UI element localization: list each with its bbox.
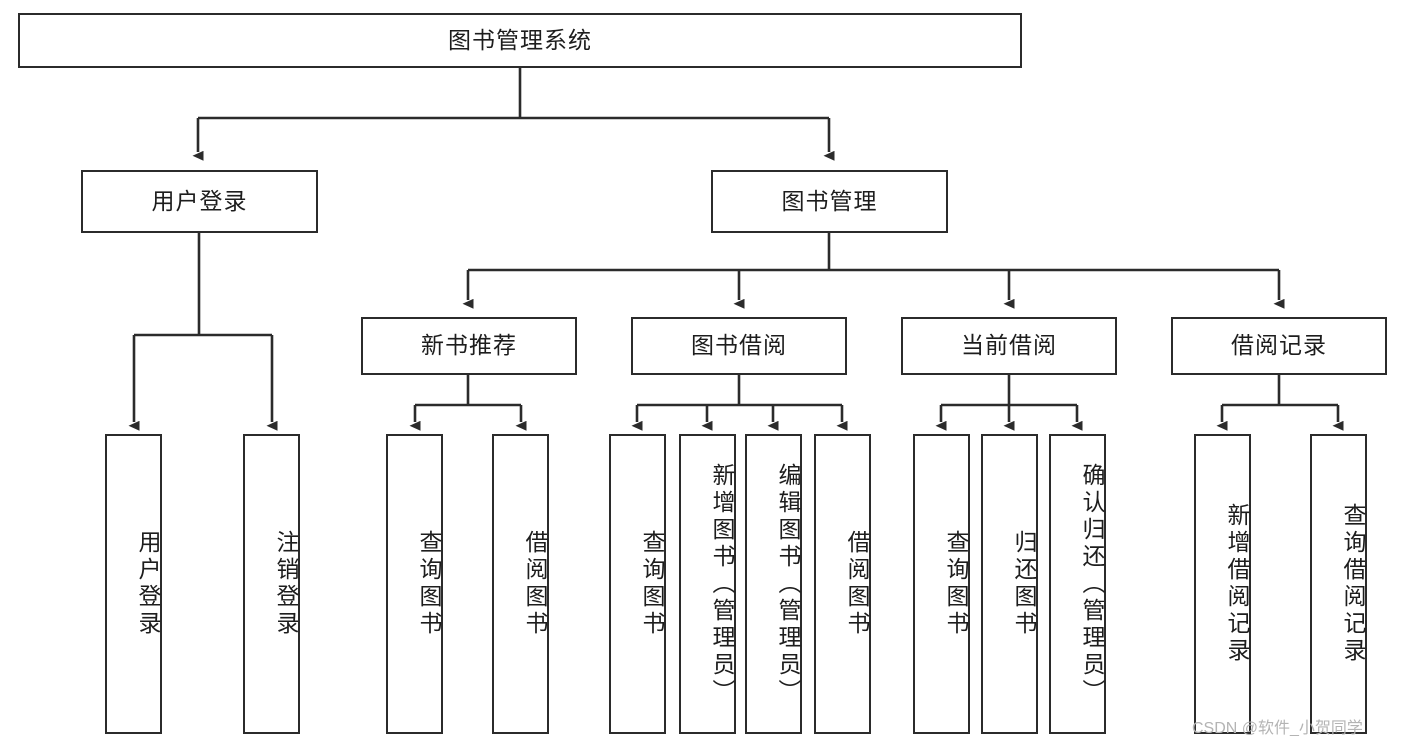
leaf-newbook-query-book-label: 查询图书 [416, 530, 442, 638]
node-new-book-recommend[interactable]: 新书推荐 [361, 317, 577, 375]
node-root-label: 图书管理系统 [448, 26, 592, 53]
node-user-login-label: 用户登录 [151, 187, 248, 214]
leaf-current-confirm-return-label: 确认归还（管理员） [1079, 462, 1105, 706]
csdn-watermark: CSDN @软件_小贺同学 [1192, 720, 1363, 737]
node-book-borrow[interactable]: 图书借阅 [631, 317, 847, 375]
leaf-borrow-add-book-label: 新增图书（管理员） [709, 462, 735, 706]
leaf-borrow-borrow-book[interactable]: 借阅图书 [814, 434, 871, 734]
leaf-borrow-borrow-book-label: 借阅图书 [844, 530, 870, 638]
leaf-user-logout[interactable]: 注销登录 [243, 434, 300, 734]
leaf-current-return-book[interactable]: 归还图书 [981, 434, 1038, 734]
leaf-records-query-record-label: 查询借阅记录 [1340, 503, 1366, 665]
leaf-current-query-book-label: 查询图书 [943, 530, 969, 638]
leaf-records-query-record[interactable]: 查询借阅记录 [1310, 434, 1367, 734]
node-root[interactable]: 图书管理系统 [18, 13, 1022, 68]
leaf-current-return-book-label: 归还图书 [1011, 530, 1037, 638]
leaf-newbook-borrow-book-label: 借阅图书 [522, 530, 548, 638]
leaf-user-login[interactable]: 用户登录 [105, 434, 162, 734]
node-book-borrow-label: 图书借阅 [691, 332, 787, 359]
leaf-borrow-edit-book-label: 编辑图书（管理员） [775, 462, 801, 706]
leaf-user-logout-label: 注销登录 [273, 530, 299, 638]
node-borrow-records[interactable]: 借阅记录 [1171, 317, 1387, 375]
node-book-management[interactable]: 图书管理 [711, 170, 948, 233]
node-user-login[interactable]: 用户登录 [81, 170, 318, 233]
node-current-borrow-label: 当前借阅 [961, 332, 1057, 359]
leaf-borrow-edit-book[interactable]: 编辑图书（管理员） [745, 434, 802, 734]
leaf-records-add-record-label: 新增借阅记录 [1224, 503, 1250, 665]
leaf-borrow-add-book[interactable]: 新增图书（管理员） [679, 434, 736, 734]
node-current-borrow[interactable]: 当前借阅 [901, 317, 1117, 375]
leaf-newbook-borrow-book[interactable]: 借阅图书 [492, 434, 549, 734]
leaf-borrow-query-book-label: 查询图书 [639, 530, 665, 638]
leaf-current-confirm-return[interactable]: 确认归还（管理员） [1049, 434, 1106, 734]
leaf-borrow-query-book[interactable]: 查询图书 [609, 434, 666, 734]
leaf-records-add-record[interactable]: 新增借阅记录 [1194, 434, 1251, 734]
leaf-current-query-book[interactable]: 查询图书 [913, 434, 970, 734]
leaf-newbook-query-book[interactable]: 查询图书 [386, 434, 443, 734]
node-borrow-records-label: 借阅记录 [1231, 332, 1327, 359]
leaf-user-login-label: 用户登录 [135, 530, 161, 638]
node-new-book-recommend-label: 新书推荐 [421, 332, 517, 359]
node-book-management-label: 图书管理 [781, 187, 878, 214]
